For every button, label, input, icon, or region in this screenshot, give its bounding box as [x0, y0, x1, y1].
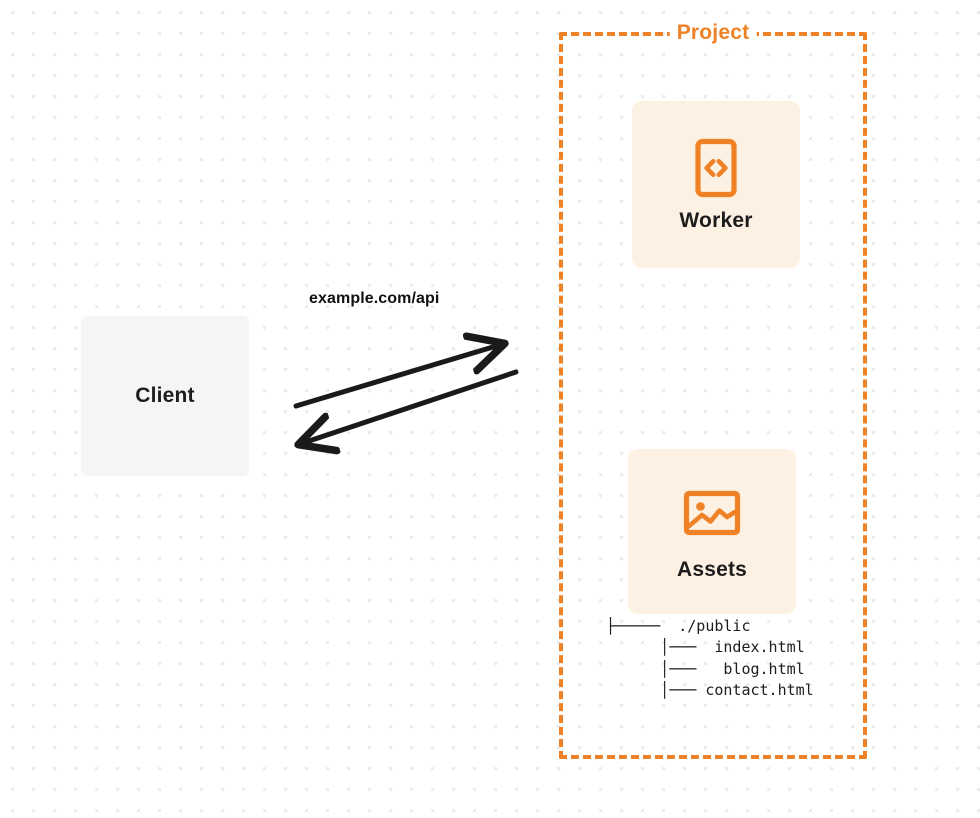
project-group-title: Project — [669, 21, 757, 45]
code-brackets-icon — [695, 138, 737, 197]
request-arrow — [293, 344, 503, 409]
assets-node-label: Assets — [676, 557, 748, 581]
worker-node-label: Worker — [679, 208, 753, 232]
assets-file-tree: ├───── ./public │─── index.html │─── blo… — [606, 617, 814, 700]
client-label: Client — [135, 384, 195, 407]
connection-label: example.com/api — [309, 290, 440, 307]
worker-node[interactable]: Worker — [632, 101, 800, 268]
client-node[interactable]: Client — [81, 316, 249, 476]
response-arrow — [300, 369, 519, 444]
project-group: Project — [559, 21, 867, 759]
image-icon — [683, 490, 741, 535]
assets-node[interactable]: Assets — [628, 449, 796, 614]
